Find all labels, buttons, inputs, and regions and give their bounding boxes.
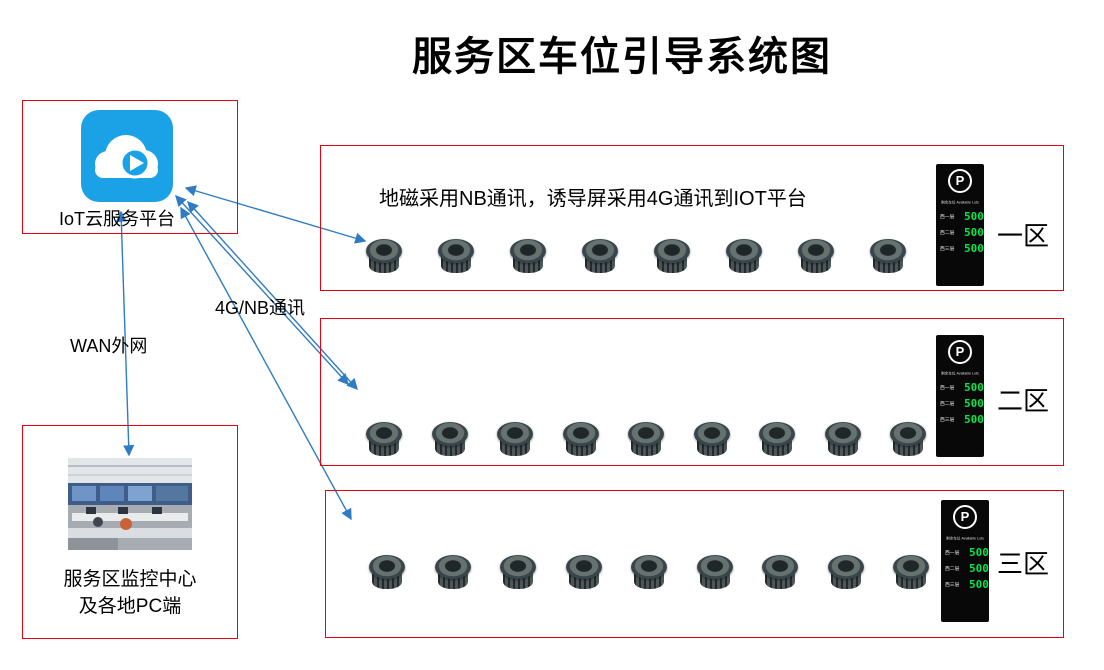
- display-row-value: 500: [969, 561, 989, 575]
- display-row-value: 500: [964, 225, 984, 239]
- sensor-row: [366, 239, 906, 273]
- monitoring-room-photo: [68, 458, 192, 550]
- geomagnetic-sensor: [631, 555, 667, 589]
- geomagnetic-sensor: [510, 239, 546, 273]
- display-row-value: 500: [969, 577, 989, 591]
- display-row-label: 西三层: [940, 245, 955, 251]
- display-row: 西二层 500: [940, 226, 984, 238]
- display-row-label: 西一层: [940, 213, 955, 219]
- parking-logo-icon: P: [948, 169, 972, 193]
- display-row-label: 西二层: [940, 400, 955, 406]
- monitoring-center-label: 服务区监控中心 及各地PC端: [63, 569, 197, 617]
- display-row-label: 西一层: [940, 384, 955, 390]
- zone-name-label: 二区: [997, 386, 1050, 416]
- display-row: 西三层 500: [940, 413, 984, 425]
- diagram-title: 服务区车位引导系统图: [412, 35, 832, 79]
- geomagnetic-sensor: [366, 239, 402, 273]
- geomagnetic-sensor: [798, 239, 834, 273]
- display-rows: 西一层 500 西二层 500 西三层 500: [936, 207, 984, 254]
- geomagnetic-sensor: [759, 422, 795, 456]
- geomagnetic-sensor: [893, 555, 929, 589]
- display-row: 西三层 500: [940, 242, 984, 254]
- display-row-value: 500: [964, 380, 984, 394]
- display-row-label: 西一层: [945, 549, 960, 555]
- display-row-value: 500: [964, 412, 984, 426]
- cloud-play-icon: [81, 110, 173, 202]
- display-row-label: 西三层: [945, 581, 960, 587]
- display-row: 西一层 500: [945, 546, 989, 558]
- display-row: 西三层 500: [945, 578, 989, 590]
- wan-network-label: WAN外网: [70, 336, 148, 356]
- display-row: 西一层 500: [940, 210, 984, 222]
- geomagnetic-sensor: [366, 422, 402, 456]
- geomagnetic-sensor: [824, 422, 861, 456]
- zone-box: P 剩余车位 Available Lots 西一层 500 西二层 500 西三层 500…: [320, 318, 1064, 466]
- display-row-label: 西二层: [945, 565, 960, 571]
- display-header: 剩余车位 Available Lots: [941, 200, 979, 205]
- geomagnetic-sensor: [870, 239, 906, 273]
- monitoring-center-box: 服务区监控中心 及各地PC端: [22, 425, 238, 639]
- geomagnetic-sensor: [565, 555, 602, 589]
- display-row-label: 西三层: [940, 416, 955, 422]
- geomagnetic-sensor: [696, 555, 733, 589]
- display-row-value: 500: [964, 241, 984, 255]
- zone-name-label: 三区: [997, 549, 1050, 579]
- guidance-display-sign: P 剩余车位 Available Lots 西一层 500 西二层 500 西三层 500: [936, 164, 984, 286]
- parking-logo-icon: P: [953, 505, 977, 529]
- geomagnetic-sensor: [726, 239, 762, 273]
- zone-box: 地磁采用NB通讯，诱导屏采用4G通讯到IOT平台 P 剩余车位 Availabl…: [320, 145, 1064, 291]
- geomagnetic-sensor: [827, 555, 864, 589]
- geomagnetic-sensor: [497, 422, 533, 456]
- display-row: 西一层 500: [940, 381, 984, 393]
- geomagnetic-sensor: [628, 422, 664, 456]
- display-row-value: 500: [964, 209, 984, 223]
- geomagnetic-sensor: [562, 422, 599, 456]
- geomagnetic-sensor: [762, 555, 798, 589]
- cloud-platform-label: IoT云服务平台: [58, 209, 175, 229]
- display-row: 西二层 500: [945, 562, 989, 574]
- display-header: 剩余车位 Available Lots: [946, 536, 984, 541]
- geomagnetic-sensor: [582, 239, 618, 273]
- guidance-display-sign: P 剩余车位 Available Lots 西一层 500 西二层 500 西三层 500: [941, 500, 989, 622]
- display-header: 剩余车位 Available Lots: [941, 371, 979, 376]
- guidance-display-sign: P 剩余车位 Available Lots 西一层 500 西二层 500 西三层 500: [936, 335, 984, 457]
- geomagnetic-sensor: [890, 422, 926, 456]
- geomagnetic-sensor: [431, 422, 468, 456]
- display-rows: 西一层 500 西二层 500 西三层 500: [941, 543, 989, 590]
- iot-cloud-platform-box: IoT云服务平台: [22, 100, 238, 234]
- sensor-row: [369, 555, 929, 589]
- geomagnetic-sensor: [500, 555, 536, 589]
- parking-logo-icon: P: [948, 340, 972, 364]
- comm-protocol-label: 4G/NB通讯: [215, 298, 306, 318]
- zone-name-label: 一区: [997, 221, 1050, 251]
- display-row: 西二层 500: [940, 397, 984, 409]
- geomagnetic-sensor: [693, 422, 730, 456]
- geomagnetic-sensor: [434, 555, 471, 589]
- geomagnetic-sensor: [654, 239, 690, 273]
- geomagnetic-sensor: [369, 555, 405, 589]
- display-row-label: 西二层: [940, 229, 955, 235]
- zone-comm-note: 地磁采用NB通讯，诱导屏采用4G通讯到IOT平台: [379, 188, 807, 210]
- geomagnetic-sensor: [438, 239, 474, 273]
- sensor-row: [366, 422, 926, 456]
- zone-box: P 剩余车位 Available Lots 西一层 500 西二层 500 西三层 500…: [325, 490, 1064, 638]
- display-row-value: 500: [969, 545, 989, 559]
- display-rows: 西一层 500 西二层 500 西三层 500: [936, 378, 984, 425]
- display-row-value: 500: [964, 396, 984, 410]
